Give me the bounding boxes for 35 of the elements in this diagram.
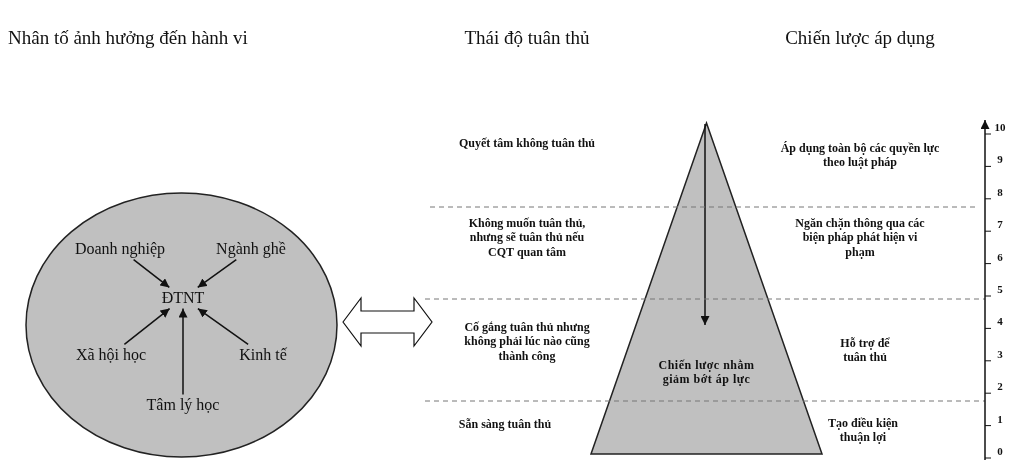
arrow <box>197 307 249 346</box>
heading: Thái độ tuân thủ <box>464 26 590 50</box>
strategy-text: Tạo điều kiện thuận lợi <box>827 415 899 445</box>
scale-number: 3 <box>997 348 1003 362</box>
scale-number: 8 <box>997 186 1003 200</box>
factor-text: Kinh tế <box>239 345 287 365</box>
scale-number: 6 <box>997 251 1003 265</box>
heading: Chiến lược áp dụng <box>785 26 935 50</box>
strategy-text: Chiến lược nhằm giảm bớt áp lực <box>657 357 756 387</box>
scale-number: 7 <box>997 218 1003 232</box>
strategy-text: Áp dụng toàn bộ các quyền lực theo luật pháp <box>780 140 940 170</box>
heading: Nhân tố ảnh hưởng đến hành vi <box>8 26 248 50</box>
scale-number: 5 <box>997 283 1003 297</box>
factor-text: Tâm lý học <box>146 395 220 415</box>
scale-number: 4 <box>997 315 1003 329</box>
arrow <box>132 258 171 289</box>
factor-text: Doanh nghiệp <box>74 239 166 259</box>
arrow <box>178 307 188 396</box>
attitude-text: Quyết tâm không tuân thủ <box>458 135 596 151</box>
scale-number: 0 <box>997 445 1003 459</box>
scale-number: 1 <box>997 413 1003 427</box>
attitude-text: Không muốn tuân thủ, nhưng sẽ tuân thủ nếu CQT quan tâm <box>467 216 587 260</box>
strategy-text: Hỗ trợ để tuân thủ <box>839 335 891 365</box>
arrow <box>196 258 238 289</box>
factor-text: Ngành ghề <box>216 239 286 259</box>
attitude-text: Sẵn sàng tuân thủ <box>457 416 553 432</box>
scale-number: 10 <box>994 121 1006 135</box>
arrow <box>123 307 171 346</box>
scale-number: 2 <box>997 380 1003 394</box>
attitude-text: Cố gắng tuân thủ nhưng không phải lúc nào cũng thành công <box>463 320 591 364</box>
double-arrow <box>342 296 433 348</box>
strategy-text: Ngăn chặn thông qua các biện pháp phát hiện vi phạm <box>795 216 925 260</box>
scale-number: 9 <box>997 153 1003 167</box>
factor-text: ĐTNT <box>161 288 205 308</box>
factor-text: Xã hội học <box>75 345 147 365</box>
